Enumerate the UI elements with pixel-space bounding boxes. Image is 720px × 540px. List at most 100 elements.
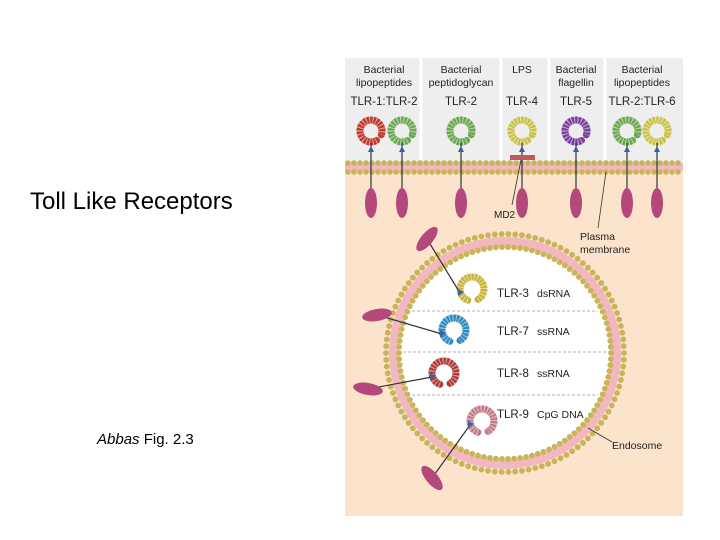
endosome-bead: [463, 448, 470, 455]
endosome-bead: [569, 251, 576, 258]
endosome-bead: [384, 370, 391, 377]
endosome-bead: [608, 402, 615, 409]
membrane-bead: [501, 160, 507, 166]
receptor-label: TLR-2:TLR-6: [608, 96, 675, 108]
endosome-bead: [447, 440, 454, 447]
endosome-bead: [395, 297, 402, 304]
endosome-bead: [396, 344, 403, 350]
membrane-bead: [657, 160, 663, 166]
membrane-bead: [429, 169, 435, 175]
endosome-bead: [409, 297, 416, 304]
membrane-bead: [657, 169, 663, 175]
endosome-bead: [401, 285, 408, 292]
membrane-bead: [441, 169, 447, 175]
endosome-bead: [498, 469, 505, 475]
membrane-bead: [369, 160, 375, 166]
endosome-bead: [396, 362, 403, 368]
endosome-bead: [491, 231, 498, 238]
horseshoe-body: [561, 116, 591, 146]
membrane-bead: [585, 160, 591, 166]
endosome-label: Endosome: [612, 440, 662, 452]
horseshoe-body: [612, 116, 642, 146]
membrane-bead: [447, 160, 453, 166]
endosome-bead: [512, 231, 519, 238]
endosome-bead: [523, 246, 529, 253]
membrane-bead: [525, 169, 531, 175]
membrane-bead: [651, 160, 657, 166]
endosome-bead: [580, 278, 586, 285]
membrane-bead: [387, 160, 393, 166]
endosome-bead: [452, 256, 459, 263]
endosome-bead: [499, 244, 505, 250]
endosome-bead: [587, 287, 594, 294]
endosome-bead: [538, 463, 545, 470]
endosome-bead: [546, 446, 552, 453]
endosome-bead: [605, 326, 612, 332]
tir-domain: [516, 188, 528, 218]
membrane-bead: [435, 169, 441, 175]
endosome-bead: [432, 430, 439, 437]
endosome-bead: [404, 391, 411, 398]
receptor-anchor: [624, 146, 630, 152]
md2-label: MD2: [494, 210, 516, 221]
endosome-bead: [405, 280, 412, 286]
endosome-bead: [598, 420, 605, 426]
endosome-bead: [605, 291, 612, 298]
endosomal-ligand-label: ssRNA: [537, 368, 570, 380]
endosome-bead: [551, 443, 558, 450]
membrane-bead: [543, 160, 549, 166]
membrane-bead: [507, 169, 513, 175]
endosome-bead: [584, 283, 590, 289]
endosome-bead: [602, 414, 609, 421]
endosome-bead: [491, 468, 498, 475]
tir-domain: [651, 188, 663, 218]
membrane-bead: [411, 160, 417, 166]
tir-domain: [570, 188, 582, 218]
endosome-bead: [498, 231, 505, 237]
endosome-bead: [442, 437, 449, 444]
receptor-anchor: [519, 146, 525, 152]
endosome-bead: [409, 274, 416, 281]
endosome-bead: [620, 336, 627, 343]
endosomal-ligand-label: dsRNA: [537, 288, 570, 300]
membrane-bead: [489, 169, 495, 175]
endosome-bead: [597, 396, 604, 403]
endosome-bead: [529, 452, 535, 459]
endosome-bead: [606, 368, 613, 374]
endosome-bead: [603, 379, 610, 386]
membrane-bead: [483, 160, 489, 166]
endosome-bead: [428, 274, 435, 280]
ligand-label: Bacterial: [556, 64, 597, 76]
endosome-bead: [605, 374, 612, 380]
endosome-bead: [424, 278, 430, 285]
membrane-bead: [627, 160, 633, 166]
ligand-label: Bacterial: [364, 64, 405, 76]
membrane-bead: [363, 160, 369, 166]
tir-domain: [621, 188, 633, 218]
membrane-bead: [645, 160, 651, 166]
endosome-bead: [571, 269, 578, 276]
membrane-bead: [405, 169, 411, 175]
endosome-bead: [616, 316, 623, 323]
membrane-bead: [381, 160, 387, 166]
membrane-bead: [411, 169, 417, 175]
endosomal-receptor-anchor: [468, 421, 474, 428]
endosome-bead: [561, 262, 568, 269]
membrane-bead: [465, 169, 471, 175]
endosome-bead: [538, 236, 545, 243]
endosome-bead: [475, 247, 481, 254]
membrane-bead: [357, 169, 363, 175]
membrane-bead: [477, 160, 483, 166]
endosome-bead: [601, 314, 608, 321]
membrane-bead: [561, 169, 567, 175]
endosome-bead: [406, 396, 413, 403]
membrane-bead: [429, 160, 435, 166]
endosome-bead: [571, 430, 578, 437]
membrane-bead: [459, 169, 465, 175]
membrane-bead: [555, 169, 561, 175]
ligand-label: lipopeptides: [614, 77, 670, 89]
membrane-bead: [435, 160, 441, 166]
membrane-bead: [345, 160, 351, 166]
membrane-bead: [495, 169, 501, 175]
endosome-bead: [594, 297, 601, 304]
